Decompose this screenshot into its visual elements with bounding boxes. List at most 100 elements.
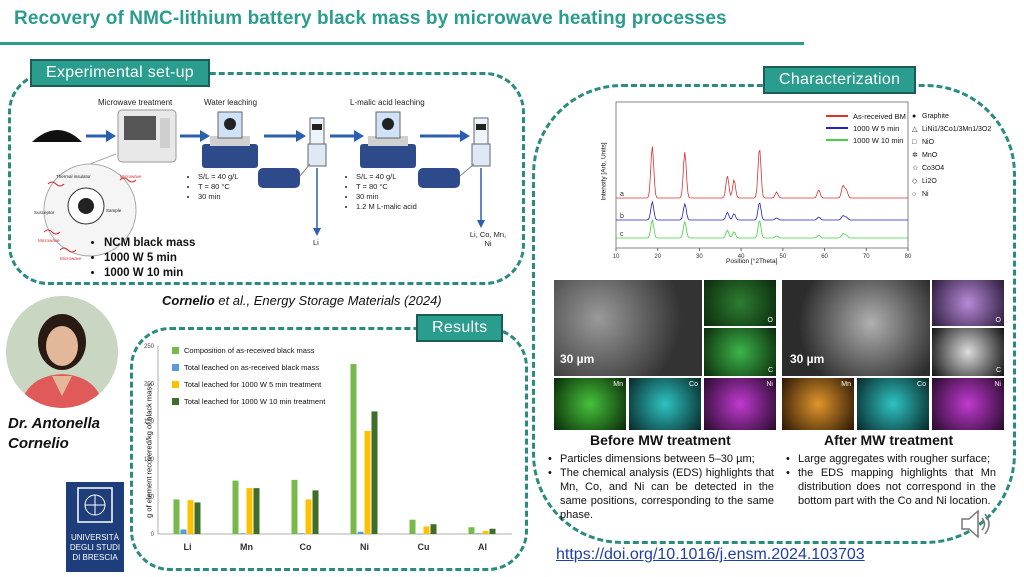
eds-before-co-label: Co — [689, 381, 698, 388]
xrd-legend-item: 1000 W 5 min — [826, 122, 906, 134]
xrd-phase-name: Co3O4 — [922, 165, 945, 172]
eds-after-c-label: C — [995, 367, 1001, 374]
xrd-tick-label: 80 — [905, 254, 912, 260]
eds-after-co-label: Co — [917, 381, 926, 388]
y-tick-label: 50 — [147, 494, 154, 500]
xrd-phase-name: Graphite — [922, 113, 949, 120]
sample-item: NCM black mass — [104, 236, 195, 251]
results-panel — [130, 327, 528, 571]
eds-after-co: Co — [857, 378, 929, 430]
legend-swatch — [172, 347, 179, 354]
xrd-legend-item: As-received BM — [826, 110, 906, 122]
xrd-phase-item: ●Graphite — [912, 110, 991, 123]
bar — [364, 430, 371, 534]
bar — [357, 531, 364, 534]
bar — [468, 527, 475, 534]
xrd-phase-symbol: ✲ — [912, 152, 918, 159]
xrd-ylabel: Intensity [Arb. Units] — [600, 142, 608, 201]
legend-item: Composition of as-received black mass — [172, 342, 325, 359]
legend-label: Total leached for 1000 W 10 min treatmen… — [184, 397, 326, 406]
malic-condition: 30 min — [356, 192, 417, 202]
eds-before-c: C — [704, 328, 776, 376]
xrd-phase-item: ✲MnO — [912, 149, 991, 162]
legend-label: Total leached for 1000 W 5 min treatment — [184, 380, 322, 389]
speaker-icon[interactable] — [958, 506, 994, 542]
legend-swatch — [172, 381, 179, 388]
xrd-phase-symbol: △ — [912, 126, 918, 133]
mw-label-microwave-1: Microwave — [120, 174, 142, 179]
xrd-phase-name: Li2O — [922, 178, 937, 185]
setup-heading: Experimental set-up — [30, 59, 210, 87]
xrd-phase-item: ◇ Li2O — [912, 175, 991, 188]
xrd-legend-label: 1000 W 10 min — [853, 135, 904, 145]
xrd-phase-item: ☆Co3O4 — [912, 162, 991, 175]
eds-after-c: C — [932, 328, 1004, 376]
results-heading: Results — [416, 314, 504, 342]
xrd-phase-symbol: ☆ — [912, 165, 919, 172]
filter-2 — [473, 117, 489, 145]
before-note: •Particles dimensions between 5–30 µm; — [548, 453, 755, 465]
presenter-photo — [6, 296, 118, 408]
mw-label-insulator: Thermal insulator — [56, 174, 91, 179]
sem-after-scale: 30 µm — [790, 352, 825, 366]
mw-label-sample: Sample — [106, 208, 122, 213]
legend-label: Total leached on as-received black mass — [184, 363, 320, 372]
title-rule — [0, 42, 804, 45]
black-mass-pile — [32, 130, 82, 142]
mw-label-susceptor: Susceptor — [34, 210, 55, 215]
chart-ylabel: g of element recovered/kg of black mass — [144, 383, 154, 518]
eds-before-co: Co — [629, 378, 701, 430]
y-tick-label: 150 — [144, 419, 155, 425]
xrd-trace-label: a — [620, 191, 624, 198]
sample-list: NCM black mass 1000 W 5 min 1000 W 10 mi… — [104, 236, 195, 281]
legend-label: Composition of as-received black mass — [184, 346, 315, 355]
malic-condition: T = 80 °C — [356, 182, 417, 192]
sample-item: 1000 W 10 min — [104, 266, 195, 281]
university-line1: UNIVERSITÀ — [70, 533, 119, 542]
presenter-photo-art — [6, 296, 118, 408]
water-condition: T = 80 °C — [198, 182, 238, 192]
xrd-legend-line — [826, 139, 848, 141]
sem-after-block: 30 µm O C Mn Co Ni — [782, 280, 1004, 432]
xrd-trace-label: b — [620, 213, 624, 220]
xrd-legend-label: As-received BM — [853, 111, 906, 121]
bar — [253, 488, 260, 534]
university-line3: DI BRESCIA — [72, 553, 118, 562]
after-note: •the EDS mapping highlights that Mn dist… — [786, 467, 996, 507]
eds-before-ni: Ni — [704, 378, 776, 430]
legend-item: Total leached on as-received black mass — [172, 359, 325, 376]
xrd-legend-item: 1000 W 10 min — [826, 134, 906, 146]
xrd-tick-label: 60 — [821, 254, 828, 260]
legend-item: Total leached for 1000 W 10 min treatmen… — [172, 393, 325, 410]
mw-label-microwave-2: Microwave — [38, 238, 60, 243]
poster-title: Recovery of NMC-lithium battery black ma… — [14, 8, 727, 29]
eds-before-c-label: C — [767, 367, 773, 374]
xrd-legend-line — [826, 127, 848, 129]
setup-diagram: Microwave treatment Water leaching L-mal… — [20, 92, 520, 282]
bar — [350, 364, 357, 534]
bar — [180, 529, 187, 534]
malic-condition: S/L = 40 g/L — [356, 172, 417, 182]
bar — [312, 490, 319, 534]
xrd-trace — [616, 146, 908, 199]
doi-link[interactable]: https://doi.org/10.1016/j.ensm.2024.1037… — [556, 546, 865, 563]
filter-1 — [309, 117, 325, 145]
x-tick-label: Cu — [418, 542, 430, 552]
bar — [298, 533, 305, 534]
eds-after-o-label: O — [995, 317, 1001, 324]
after-heading: After MW treatment — [824, 432, 954, 448]
xrd-phase-item: ○Ni — [912, 188, 991, 201]
step-microwave-label: Microwave treatment — [98, 98, 173, 107]
xrd-tick-label: 70 — [863, 254, 870, 260]
bar — [416, 534, 423, 535]
citation: Cornelio et al., Energy Storage Material… — [162, 293, 442, 308]
output-metals: Li, Co, Mn, Ni — [469, 230, 507, 248]
xrd-phase-symbol: ◇ — [912, 178, 918, 185]
step-malic-label: L-malic acid leaching — [350, 98, 425, 107]
y-tick-label: 250 — [144, 344, 155, 350]
xrd-tick-label: 20 — [654, 254, 661, 260]
xrd-phase-legend: ●Graphite△LiNi1/3Co1/3Mn1/3O2□NiO✲MnO☆Co… — [912, 110, 991, 201]
bar — [239, 533, 246, 534]
water-conditions: S/L = 40 g/L T = 80 °C 30 min — [180, 172, 238, 202]
